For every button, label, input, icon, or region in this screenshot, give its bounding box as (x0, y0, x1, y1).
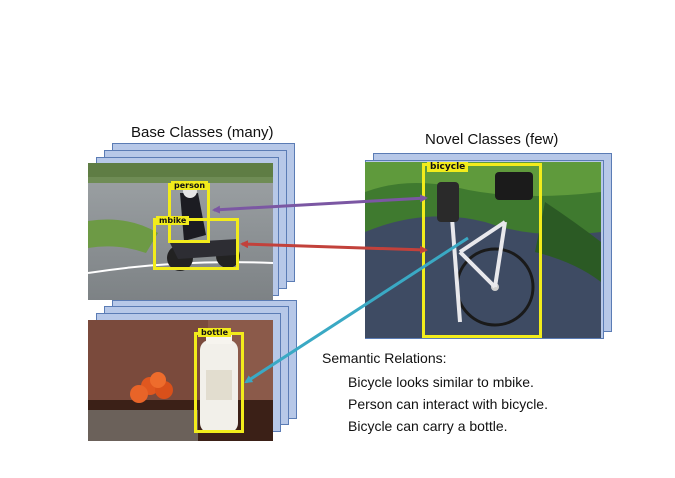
semantic-relations-heading: Semantic Relations: (322, 350, 447, 366)
relation-item: Bicycle looks similar to mbike. (348, 374, 534, 390)
person-label: person (171, 181, 209, 190)
relation-item: Person can interact with bicycle. (348, 396, 548, 412)
novel-classes-title: Novel Classes (few) (425, 131, 559, 148)
semantic-relations: Semantic Relations: Bicycle looks simila… (322, 350, 548, 440)
bottle-photo: bottle (88, 320, 273, 441)
bottle-label: bottle (198, 328, 232, 337)
relation-item: Bicycle can carry a bottle. (348, 418, 508, 434)
motorbike-photo: person mbike (88, 163, 273, 300)
person-bicycle-arrow (212, 194, 428, 214)
mbike-bicycle-arrow (240, 240, 428, 254)
mbike-bounding-box (153, 218, 239, 270)
mbike-label: mbike (156, 216, 190, 225)
bicycle-label: bicycle (427, 162, 469, 172)
bottle-bicycle-arrow (244, 236, 469, 384)
base-classes-title: Base Classes (many) (131, 124, 274, 141)
